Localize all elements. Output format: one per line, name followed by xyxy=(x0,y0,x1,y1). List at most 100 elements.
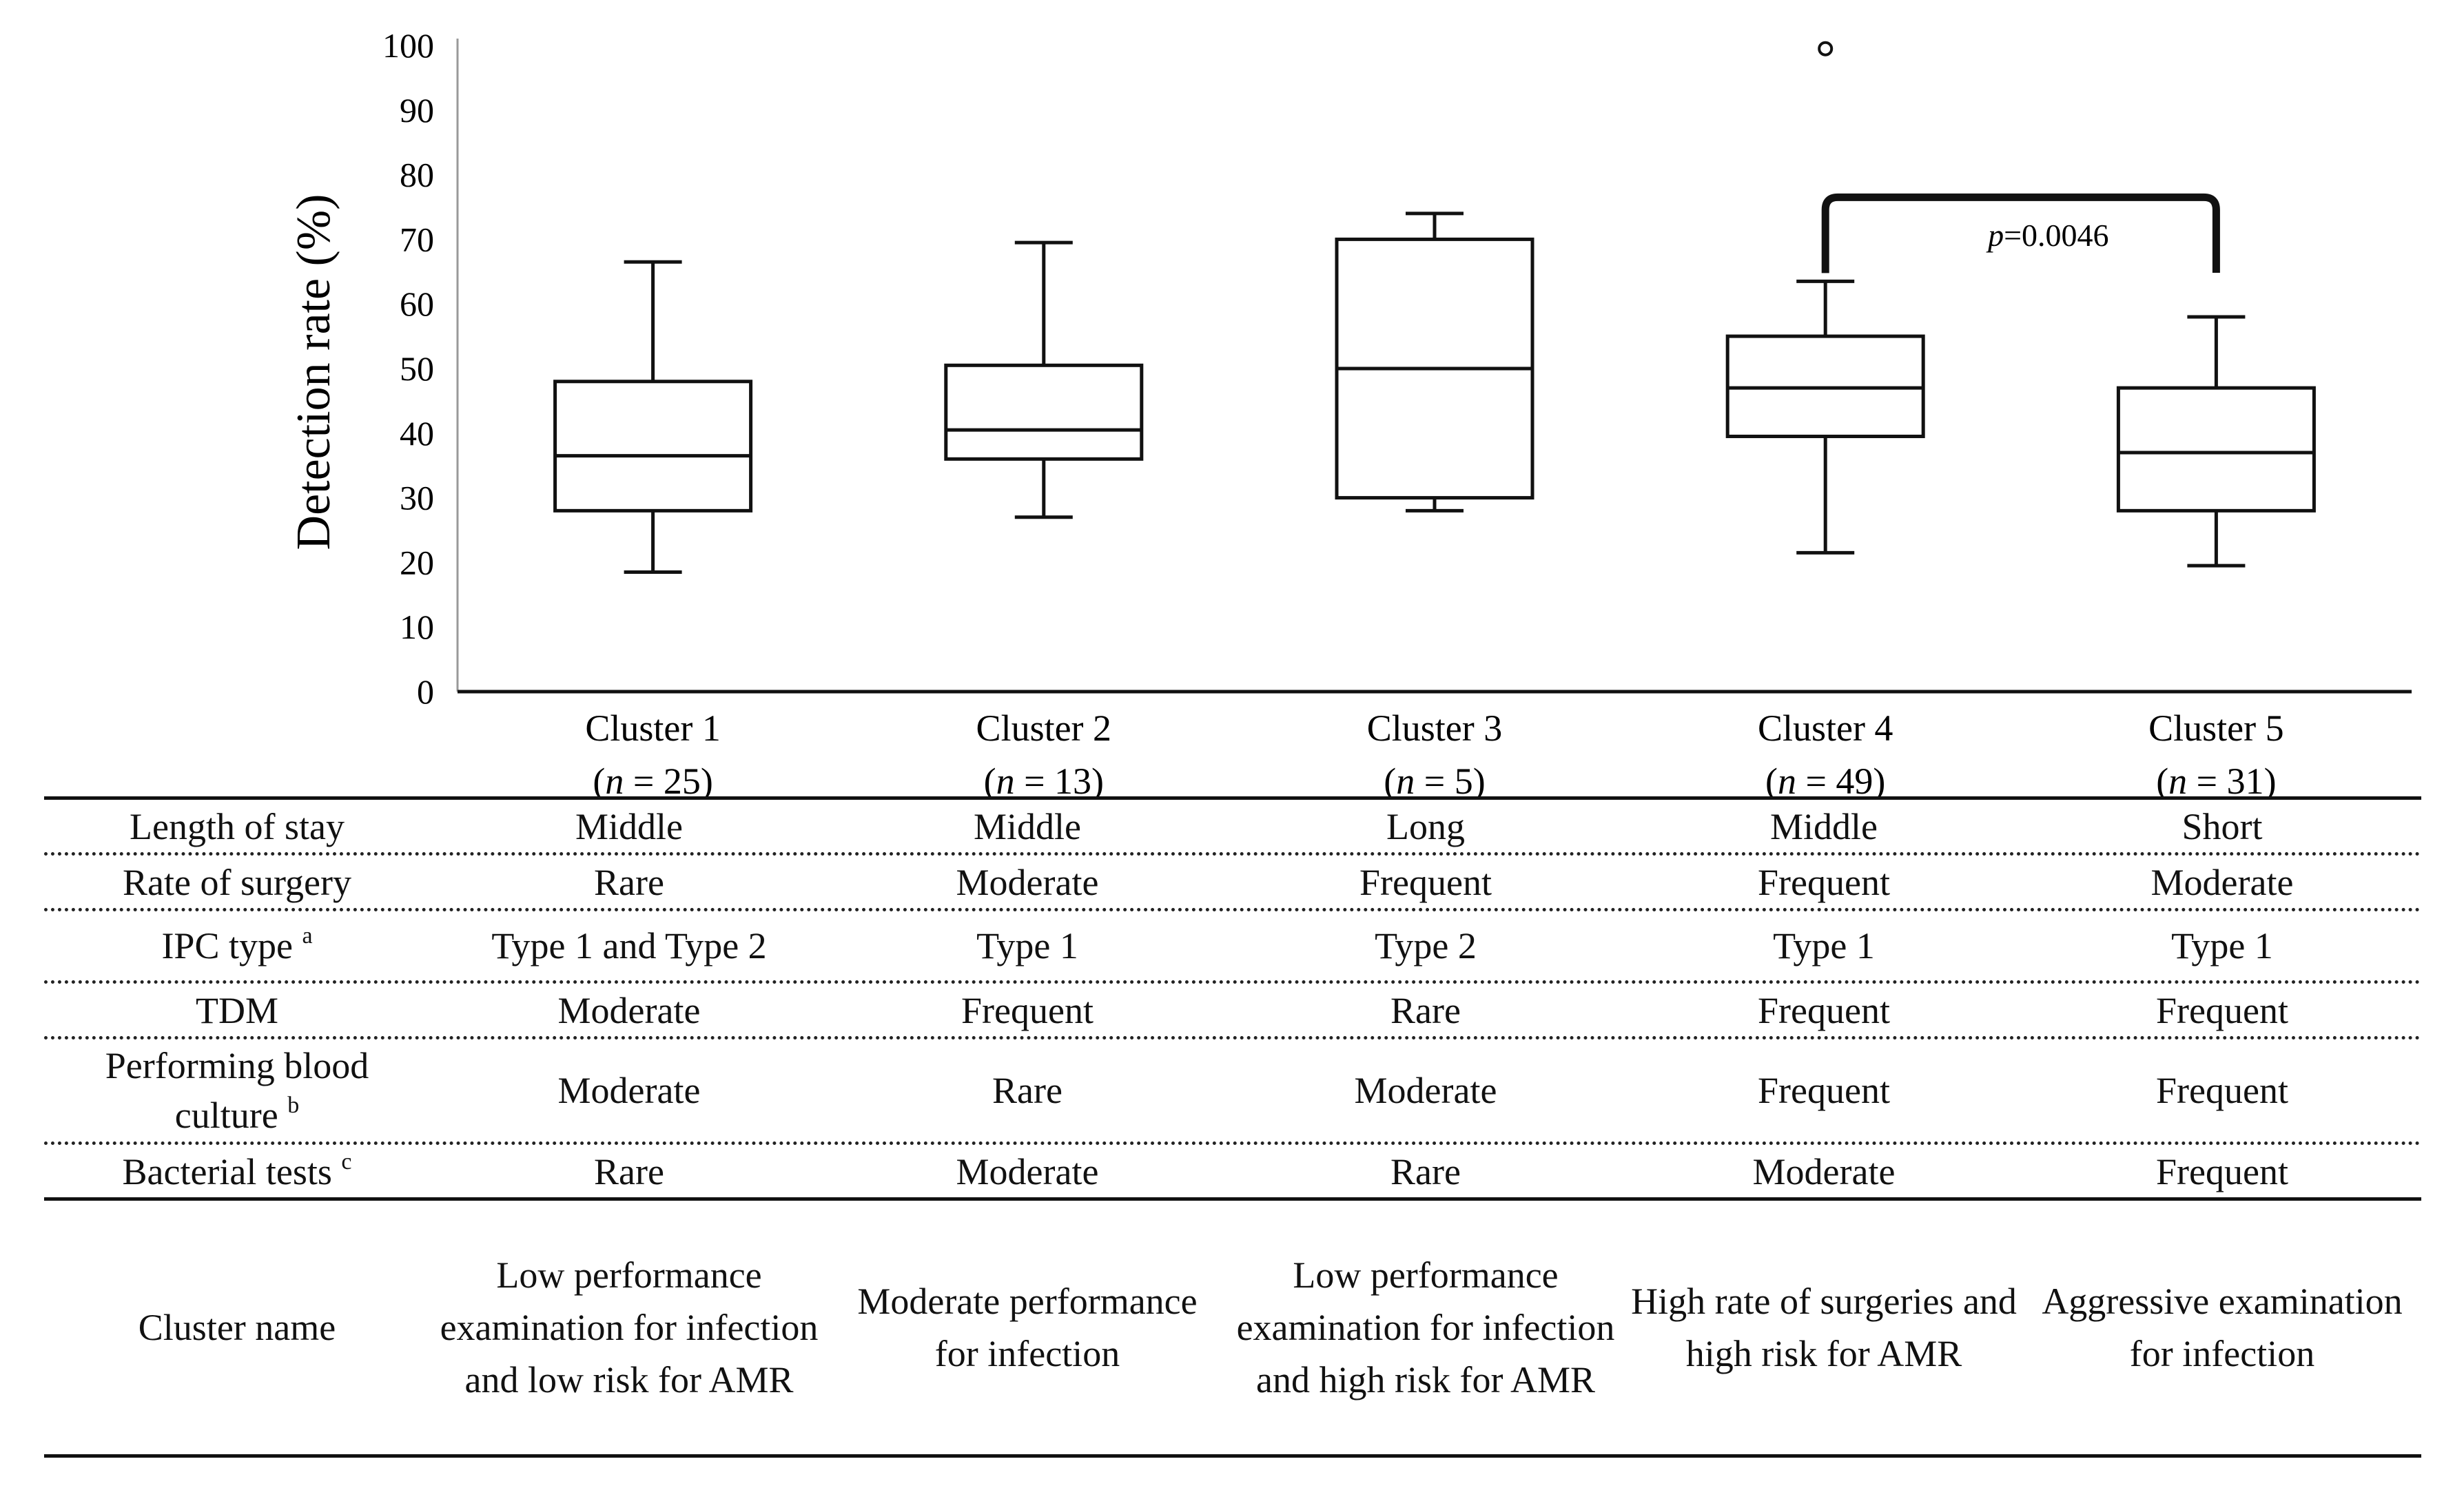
cluster-name-cell: Moderate performance for infection xyxy=(857,1281,1198,1374)
y-tick-label: 40 xyxy=(400,414,434,453)
p-value-label: p=0.0046 xyxy=(1986,218,2108,253)
table-cell: Frequent xyxy=(2156,990,2288,1031)
table-cell: Middle xyxy=(974,806,1081,847)
y-tick-label: 20 xyxy=(400,543,434,581)
table-cell: Rare xyxy=(1390,1151,1461,1192)
box-3 xyxy=(1335,211,1534,513)
table-cell: Moderate xyxy=(557,990,701,1031)
y-tick-label: 50 xyxy=(400,349,434,388)
paren-open: ( xyxy=(1384,761,1396,799)
cluster-characteristics-table: Length of stay Middle Middle Long Middle… xyxy=(44,796,2421,1458)
box-4 xyxy=(1725,41,1925,555)
table-row: Performing blood culture b Moderate Rare… xyxy=(44,1040,2421,1145)
table-cell: Frequent xyxy=(2156,1070,2288,1111)
y-tick-label: 100 xyxy=(382,26,434,65)
category-label: Cluster 3 xyxy=(1367,707,1503,749)
table-cell: Frequent xyxy=(961,990,1094,1031)
outlier-point xyxy=(1818,41,1834,56)
table-cell: Frequent xyxy=(1758,990,1890,1031)
category-label: Cluster 4 xyxy=(1758,707,1893,749)
row-label: Cluster name xyxy=(138,1307,336,1348)
category-n-label: (n = 49) xyxy=(1765,761,1885,799)
footnote-marker: c xyxy=(341,1149,352,1175)
table-row: Bacterial tests c Rare Moderate Rare Mod… xyxy=(44,1145,2421,1201)
table-cell: Type 1 xyxy=(976,925,1078,966)
y-axis-label: Detection rate (%) xyxy=(287,194,340,550)
footnote-marker: b xyxy=(287,1093,300,1118)
y-tick-label: 90 xyxy=(400,91,434,130)
table-row: IPC type a Type 1 and Type 2 Type 1 Type… xyxy=(44,911,2421,984)
y-tick-label: 10 xyxy=(400,608,434,646)
table-cell: Long xyxy=(1386,806,1465,847)
category-label: Cluster 2 xyxy=(976,707,1112,749)
y-tick-label: 0 xyxy=(417,672,434,711)
table-cell: Frequent xyxy=(1359,862,1492,903)
table-cell: Type 1 xyxy=(2171,925,2273,966)
cluster-name-cell: Low performance examination for infectio… xyxy=(440,1254,819,1400)
box-5 xyxy=(2116,315,2316,568)
paren-open: ( xyxy=(1765,761,1778,799)
n-value: = 13) xyxy=(1015,761,1104,799)
n-value: = 49) xyxy=(1796,761,1885,799)
cluster-name-cell: Low performance examination for infectio… xyxy=(1236,1254,1615,1400)
n-value: = 31) xyxy=(2187,761,2276,799)
table-cell: Moderate xyxy=(956,1151,1099,1192)
table-row: Rate of surgery Rare Moderate Frequent F… xyxy=(44,856,2421,911)
n-symbol: n xyxy=(605,761,624,799)
table-cell: Moderate xyxy=(1752,1151,1896,1192)
box-iqr xyxy=(944,363,1144,461)
table-cell: Moderate xyxy=(557,1070,701,1111)
n-symbol: n xyxy=(996,761,1015,799)
table-row: Length of stay Middle Middle Long Middle… xyxy=(44,796,2421,856)
axes xyxy=(456,39,2412,694)
boxes xyxy=(553,41,2316,574)
row-label-text: Bacterial tests xyxy=(122,1151,332,1192)
y-tick-label: 80 xyxy=(400,156,434,194)
category-n-label: (n = 31) xyxy=(2156,761,2276,799)
row-label: IPC type a xyxy=(44,919,430,973)
category-label: Cluster 5 xyxy=(2148,707,2284,749)
table-cell: Middle xyxy=(1770,806,1878,847)
row-label: Length of stay xyxy=(130,806,345,847)
cluster-name-cell: Aggressive examination for infection xyxy=(2042,1281,2403,1374)
paren-open: ( xyxy=(2156,761,2168,799)
n-value: = 5) xyxy=(1415,761,1485,799)
box-iqr xyxy=(553,380,753,513)
n-symbol: n xyxy=(1396,761,1415,799)
category-label: Cluster 1 xyxy=(585,707,721,749)
box-2 xyxy=(944,240,1144,519)
row-label-text: Performing blood culture xyxy=(105,1045,369,1136)
box-1 xyxy=(553,260,753,574)
table-cell: Moderate xyxy=(2150,862,2294,903)
table-cell: Frequent xyxy=(1758,862,1890,903)
table-cell: Moderate xyxy=(956,862,1099,903)
category-n-label: (n = 25) xyxy=(593,761,712,799)
table-cell: Type 1 xyxy=(1773,925,1875,966)
cluster-name-cell: High rate of surgeries and high risk for… xyxy=(1631,1281,2017,1374)
footnote-marker: a xyxy=(302,923,313,949)
table-cell: Type 1 and Type 2 xyxy=(491,925,767,966)
table-cell: Rare xyxy=(992,1070,1062,1111)
table-cell: Frequent xyxy=(2156,1151,2288,1192)
row-label: Bacterial tests c xyxy=(44,1145,430,1199)
table-cell: Rare xyxy=(1390,990,1461,1031)
n-symbol: n xyxy=(2168,761,2187,799)
y-tick-label: 70 xyxy=(400,220,434,258)
n-symbol: n xyxy=(1778,761,1796,799)
box-iqr xyxy=(2116,386,2316,513)
row-label-text: IPC type xyxy=(161,925,293,966)
row-label: Performing blood culture b xyxy=(44,1041,430,1140)
table-cell: Frequent xyxy=(1758,1070,1890,1111)
table-cell: Moderate xyxy=(1354,1070,1497,1111)
category-n-label: (n = 5) xyxy=(1384,761,1485,799)
category-n-label: (n = 13) xyxy=(984,761,1104,799)
p-symbol: p xyxy=(1986,218,2004,253)
cluster-name-row: Cluster name Low performance examination… xyxy=(44,1201,2421,1458)
paren-open: ( xyxy=(984,761,996,799)
paren-open: ( xyxy=(593,761,605,799)
p-value: =0.0046 xyxy=(2004,218,2108,253)
table-cell: Type 2 xyxy=(1375,925,1477,966)
significance-bracket: p=0.0046 xyxy=(1821,193,2220,273)
